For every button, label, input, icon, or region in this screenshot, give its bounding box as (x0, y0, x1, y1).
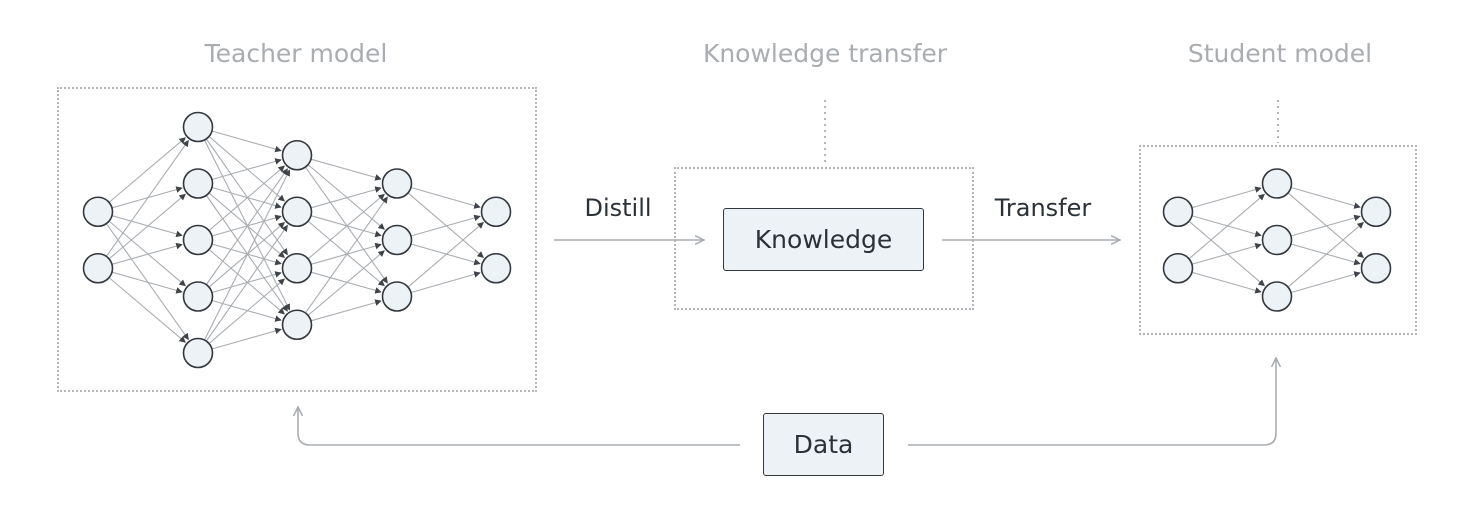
teacher-neuron-l2-n1 (281, 196, 313, 228)
teacher-network (82, 111, 512, 369)
teacher-connection (105, 223, 189, 341)
teacher-connection (304, 196, 388, 314)
teacher-connection (211, 214, 282, 237)
transfer-label: Transfer (994, 194, 1092, 222)
teacher-connection (111, 186, 183, 209)
teacher-neuron-l2-n3 (281, 309, 313, 341)
student-connection (1191, 271, 1262, 294)
student-neuron-l1-n2 (1261, 281, 1293, 312)
teacher-model-title: Teacher model (204, 39, 388, 68)
teacher-connection (205, 224, 288, 342)
student-connection (1191, 215, 1262, 238)
teacher-connection (407, 222, 484, 288)
teacher-connection (310, 158, 382, 181)
knowledge-transfer-panel (674, 167, 974, 310)
data-box: Data (763, 413, 884, 476)
teacher-connection (410, 271, 481, 294)
teacher-connection (208, 136, 285, 202)
teacher-connection (208, 278, 285, 344)
student-neuron-l1-n0 (1261, 168, 1293, 199)
student-connection (1188, 220, 1265, 287)
teacher-neuron-l1-n1 (182, 168, 214, 199)
student-connection (1191, 242, 1262, 265)
student-neuron-l2-n0 (1360, 196, 1392, 228)
teacher-connection (108, 220, 186, 287)
teacher-neuron-l4-n0 (480, 196, 512, 228)
teacher-connection (203, 169, 291, 341)
teacher-connection (208, 249, 285, 315)
student-connection (1290, 243, 1361, 266)
teacher-connection (105, 139, 189, 257)
teacher-connection (108, 193, 186, 260)
student-model-title: Student model (1187, 39, 1373, 68)
teacher-neuron-l2-n0 (281, 139, 313, 171)
teacher-connection (304, 166, 388, 284)
teacher-connection (205, 168, 288, 285)
teacher-connection (310, 271, 382, 294)
teacher-connection (211, 158, 282, 181)
teacher-neuron-l0-n0 (82, 196, 114, 228)
teacher-connection (205, 138, 288, 256)
teacher-connection (410, 214, 481, 237)
teacher-connection (310, 186, 382, 209)
student-connection (1290, 271, 1361, 294)
teacher-neuron-l0-n1 (82, 252, 114, 284)
teacher-connection (307, 220, 385, 287)
teacher-connection (310, 242, 382, 265)
student-neuron-l0-n1 (1162, 252, 1194, 284)
teacher-connection (111, 242, 183, 265)
teacher-connection (208, 165, 285, 231)
distill-label: Distill (584, 194, 652, 222)
student-neuron-l1-n1 (1261, 224, 1293, 256)
student-connection (1290, 186, 1361, 209)
student-model-panel (1139, 145, 1417, 335)
student-connection (1287, 222, 1364, 288)
data-to-student-arrow (908, 358, 1276, 446)
teacher-connection (307, 250, 385, 316)
teacher-connection (310, 215, 382, 238)
student-neuron-l0-n0 (1162, 196, 1194, 228)
teacher-neuron-l4-n1 (480, 252, 512, 284)
teacher-connection (111, 271, 183, 294)
student-neuron-l2-n1 (1360, 252, 1392, 284)
teacher-connection (108, 277, 186, 343)
teacher-connection (211, 327, 282, 350)
student-connection (1191, 186, 1262, 209)
teacher-connection (407, 192, 484, 258)
teacher-connection (111, 215, 183, 238)
teacher-neuron-l3-n2 (381, 281, 413, 312)
teacher-connection (307, 164, 385, 230)
teacher-connection (108, 137, 186, 203)
student-connection (1188, 193, 1265, 260)
knowledge-box: Knowledge (723, 208, 924, 271)
teacher-connection (307, 193, 385, 260)
teacher-connection (211, 186, 282, 209)
teacher-connection (410, 186, 481, 209)
teacher-connection (211, 243, 282, 266)
teacher-connection (410, 243, 481, 266)
teacher-neuron-l3-n1 (381, 224, 413, 256)
teacher-connection (310, 299, 382, 322)
teacher-neuron-l3-n0 (381, 168, 413, 199)
student-connection (1290, 214, 1361, 237)
data-to-teacher-arrow (298, 407, 740, 446)
teacher-connection (211, 130, 282, 153)
teacher-connection (211, 271, 282, 294)
teacher-neuron-l1-n2 (182, 224, 214, 256)
student-network (1162, 168, 1392, 312)
teacher-neuron-l1-n0 (182, 111, 214, 143)
teacher-connection (205, 195, 288, 312)
teacher-neuron-l1-n4 (182, 337, 214, 369)
teacher-neuron-l1-n3 (182, 281, 214, 312)
teacher-connection (211, 299, 282, 322)
teacher-model-panel (57, 87, 537, 392)
student-connection (1287, 192, 1364, 258)
teacher-neuron-l2-n2 (281, 252, 313, 284)
knowledge-transfer-title: Knowledge transfer (702, 39, 948, 68)
